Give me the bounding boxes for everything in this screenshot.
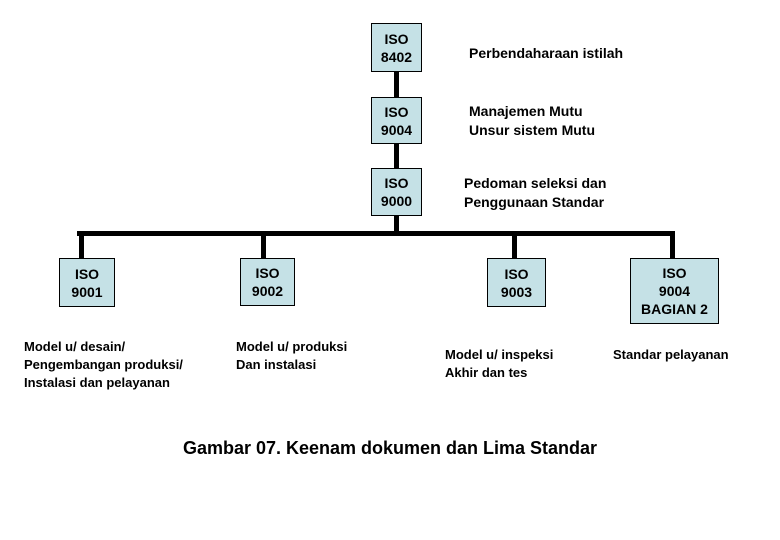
label-line: Pedoman seleksi dan bbox=[464, 175, 607, 191]
label-iso-9004: Manajemen Mutu Unsur sistem Mutu bbox=[469, 102, 595, 140]
desc-iso-9003: Model u/ inspeksi Akhir dan tes bbox=[445, 346, 553, 382]
desc-line: Standar pelayanan bbox=[613, 347, 729, 362]
node-label-line: ISO bbox=[384, 30, 409, 47]
label-iso-9000: Pedoman seleksi dan Penggunaan Standar bbox=[464, 174, 606, 212]
node-label-line: 9002 bbox=[251, 283, 284, 299]
connector-9000-branch bbox=[394, 215, 399, 232]
node-iso-9003: ISO 9003 bbox=[487, 258, 546, 307]
node-iso-9004: ISO 9004 bbox=[371, 97, 422, 144]
desc-line: Pengembangan produksi/ bbox=[24, 357, 183, 372]
desc-line: Model u/ produksi bbox=[236, 339, 348, 354]
label-line: Unsur sistem Mutu bbox=[469, 122, 596, 138]
drop-line-9002 bbox=[261, 235, 266, 258]
desc-line: Dan instalasi bbox=[236, 357, 317, 372]
node-iso-9000: ISO 9000 bbox=[371, 168, 422, 216]
desc-iso-9001: Model u/ desain/ Pengembangan produksi/ … bbox=[24, 338, 183, 392]
desc-line: Instalasi dan pelayanan bbox=[24, 375, 170, 390]
drop-line-9001 bbox=[79, 235, 84, 258]
label-line: Penggunaan Standar bbox=[464, 194, 605, 210]
node-iso-9001: ISO 9001 bbox=[59, 258, 115, 307]
node-label-line: BAGIAN 2 bbox=[641, 301, 708, 317]
node-label-line: ISO bbox=[662, 265, 687, 281]
node-iso-9004-bagian-2: ISO 9004 BAGIAN 2 bbox=[630, 258, 719, 324]
node-label-line: 9004 bbox=[380, 121, 413, 138]
drop-line-9004-bagian-2 bbox=[670, 235, 675, 258]
node-label-line: 9000 bbox=[380, 193, 413, 209]
node-label-line: 9004 bbox=[658, 283, 691, 299]
branch-horizontal-line bbox=[77, 231, 675, 236]
node-label-line: 8402 bbox=[380, 48, 413, 65]
figure-caption: Gambar 07. Keenam dokumen dan Lima Stand… bbox=[182, 438, 598, 458]
label-line: Manajemen Mutu bbox=[469, 103, 583, 119]
node-iso-8402: ISO 8402 bbox=[371, 23, 422, 72]
node-label-line: ISO bbox=[74, 265, 100, 282]
node-label-line: ISO bbox=[384, 103, 409, 120]
label-line: Perbendaharaan istilah bbox=[469, 45, 624, 61]
desc-line: Akhir dan tes bbox=[445, 365, 528, 380]
desc-line: Model u/ inspeksi bbox=[445, 347, 554, 362]
node-label-line: ISO bbox=[504, 265, 529, 282]
node-label-line: ISO bbox=[255, 265, 280, 281]
desc-line: Model u/ desain/ bbox=[24, 339, 126, 354]
connector-8402-9004 bbox=[394, 71, 399, 98]
node-label-line: 9001 bbox=[71, 283, 103, 300]
drop-line-9003 bbox=[512, 235, 517, 258]
node-label-line: ISO bbox=[384, 175, 409, 191]
label-iso-8402: Perbendaharaan istilah bbox=[469, 44, 623, 63]
desc-iso-9002: Model u/ produksi Dan instalasi bbox=[236, 338, 347, 374]
connector-9004-9000 bbox=[394, 143, 399, 169]
node-iso-9002: ISO 9002 bbox=[240, 258, 295, 306]
node-label-line: 9003 bbox=[500, 283, 533, 300]
desc-iso-9004-bagian-2: Standar pelayanan bbox=[613, 346, 729, 364]
